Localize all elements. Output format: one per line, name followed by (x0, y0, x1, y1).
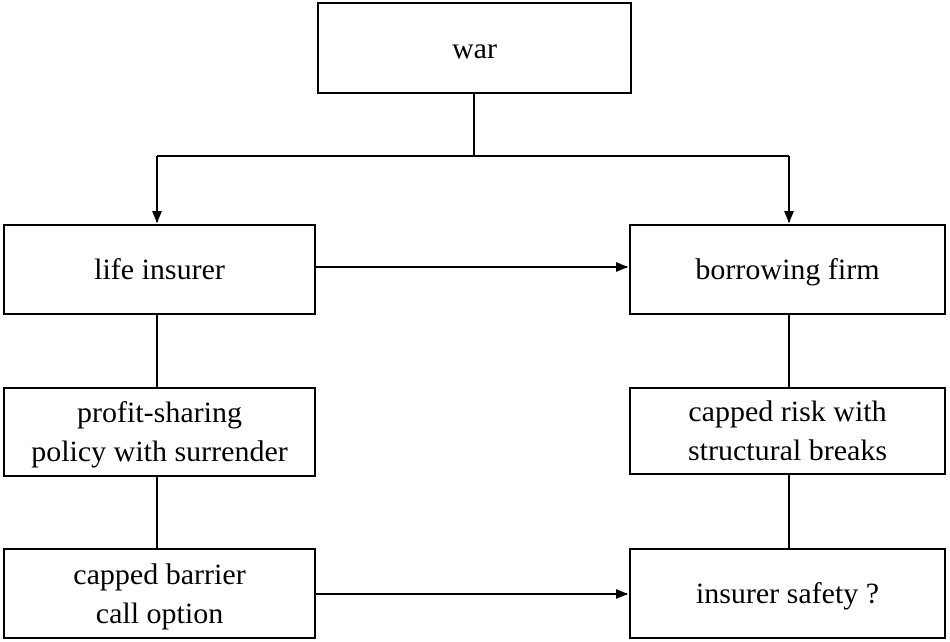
capped-barrier-box: capped barrier call option (3, 548, 316, 639)
capped-risk-label: capped risk with structural breaks (687, 395, 888, 467)
profit-sharing-box: profit-sharing policy with surrender (3, 387, 316, 477)
capped-barrier-label: capped barrier call option (73, 557, 246, 630)
life-insurer-box: life insurer (3, 224, 316, 315)
capped-risk-box: capped risk with structural breaks (629, 387, 946, 475)
insurer-safety-label: insurer safety ? (695, 577, 880, 610)
borrowing-firm-box: borrowing firm (629, 224, 946, 315)
borrowing-firm-label: borrowing firm (695, 253, 880, 286)
life-insurer-label: life insurer (94, 253, 225, 286)
profit-sharing-label: profit-sharing policy with surrender (31, 396, 288, 468)
war-label: war (452, 31, 497, 65)
insurer-safety-box: insurer safety ? (629, 548, 946, 639)
war-box: war (317, 2, 632, 94)
